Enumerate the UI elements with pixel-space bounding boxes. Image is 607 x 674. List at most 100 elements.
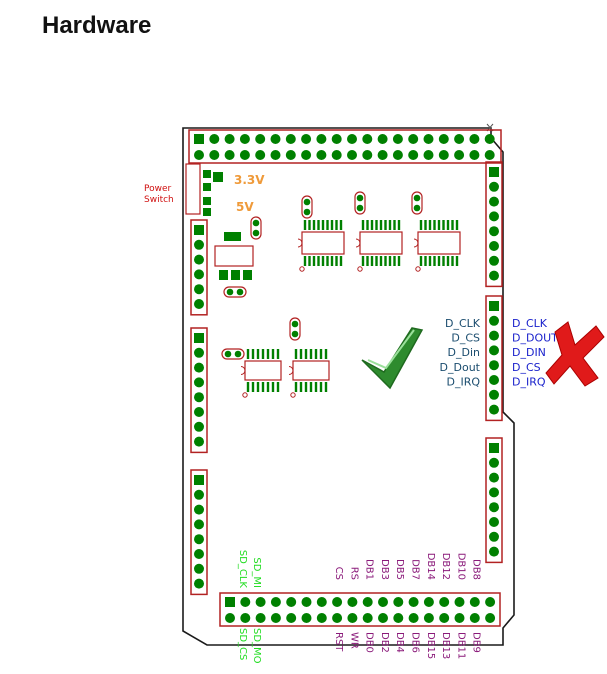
chip-leg xyxy=(266,349,270,359)
capacitor xyxy=(250,216,262,240)
signal-label-left: D_Dout xyxy=(440,361,481,374)
header-pad xyxy=(489,389,499,400)
capacitor xyxy=(411,191,423,215)
chip-leg xyxy=(428,220,432,230)
pin1-marker xyxy=(299,266,305,272)
header-pad xyxy=(194,504,204,515)
header-pad xyxy=(439,597,450,607)
page-title: Hardware xyxy=(42,12,152,39)
switch-pad xyxy=(203,197,211,205)
chip-leg xyxy=(271,349,275,359)
header-pad xyxy=(378,613,388,623)
header-pad xyxy=(347,597,358,607)
chip-leg xyxy=(424,256,427,266)
bus-label-top: DB10 xyxy=(455,553,466,580)
chip-leg xyxy=(319,382,323,392)
header-pad xyxy=(225,597,235,607)
bottom-header xyxy=(219,592,501,627)
header-pad xyxy=(301,613,312,623)
header-pad xyxy=(489,315,499,326)
signal-label-right: D_IRQ xyxy=(512,375,546,388)
header-pad xyxy=(489,546,499,557)
capacitor-pad xyxy=(413,194,421,202)
header-pad xyxy=(270,150,281,160)
header-pad xyxy=(489,531,499,542)
header-pad xyxy=(347,150,357,160)
bus-label-bottom: DB15 xyxy=(425,632,436,659)
header-pad xyxy=(362,613,373,623)
header-pad xyxy=(316,150,327,160)
header-pad xyxy=(408,597,419,607)
header-pad xyxy=(209,134,220,144)
bus-label-bottom: DB6 xyxy=(410,632,421,653)
header-pad xyxy=(438,150,449,160)
header-pad xyxy=(378,597,388,607)
header-pad xyxy=(393,613,404,623)
capacitor-pad xyxy=(303,198,311,206)
chip-leg xyxy=(397,220,401,230)
chip-leg xyxy=(375,256,378,266)
chip-leg xyxy=(335,220,338,230)
cross-mark-icon xyxy=(545,321,605,387)
header-pad xyxy=(286,613,297,623)
capacitor-pad xyxy=(224,350,232,358)
header-pad xyxy=(423,134,434,144)
chip-leg xyxy=(261,382,265,392)
pin1-marker xyxy=(415,266,421,272)
switch-pad xyxy=(213,172,223,182)
capacitor-pad xyxy=(303,208,311,216)
sd-label-top: SD_CLK xyxy=(237,550,248,589)
chip-leg xyxy=(317,220,320,230)
signal-label-left: D_CS xyxy=(451,332,480,345)
pin1-marker xyxy=(290,392,296,398)
regulator-pad xyxy=(219,270,228,280)
chip-leg xyxy=(304,349,308,359)
header-pad xyxy=(331,150,342,160)
chip-leg xyxy=(251,382,255,392)
header-pad xyxy=(393,597,404,607)
signal-label-right: D_CS xyxy=(512,361,541,374)
chip-leg xyxy=(455,220,459,230)
switch-pad xyxy=(203,170,211,178)
header-pad xyxy=(225,613,235,623)
header-pad xyxy=(194,239,204,250)
header-pad xyxy=(255,150,266,160)
header-pad xyxy=(489,404,499,415)
chip-leg xyxy=(361,256,365,266)
right-header-3 xyxy=(485,437,503,564)
switch-pad xyxy=(203,183,211,191)
bus-label-top: DB8 xyxy=(471,559,482,580)
chip-leg xyxy=(246,349,250,359)
top-header xyxy=(188,129,502,164)
chip-leg xyxy=(388,256,392,266)
header-pad xyxy=(485,597,496,607)
switch-pad xyxy=(203,208,211,216)
chip-notch xyxy=(413,238,419,248)
capacitor-pad xyxy=(252,219,260,227)
capacitor-pad xyxy=(356,194,364,202)
header-pad xyxy=(423,597,434,607)
bus-label-bottom: DB13 xyxy=(440,632,451,659)
header-pad xyxy=(485,613,496,623)
header-pad xyxy=(194,578,204,589)
header-pad xyxy=(316,597,327,607)
header-pad xyxy=(239,134,250,144)
header-pad xyxy=(240,597,251,607)
chip-leg xyxy=(271,382,275,392)
logic-chip-1 xyxy=(301,231,345,255)
bus-label-top: DB1 xyxy=(364,559,375,580)
chip-leg xyxy=(428,256,432,266)
header-pad xyxy=(285,134,296,144)
bus-label-top: RS xyxy=(348,567,359,580)
capacitor xyxy=(221,348,245,360)
header-pad xyxy=(194,333,204,343)
header-pad xyxy=(489,270,499,281)
header-pad xyxy=(392,150,403,160)
logic-chip-5 xyxy=(292,360,330,381)
capacitor xyxy=(301,195,313,219)
chip-leg xyxy=(294,349,298,359)
chip-leg xyxy=(299,382,303,392)
header-pad xyxy=(489,167,499,177)
header-pad xyxy=(194,347,204,358)
chip-leg xyxy=(451,256,454,266)
